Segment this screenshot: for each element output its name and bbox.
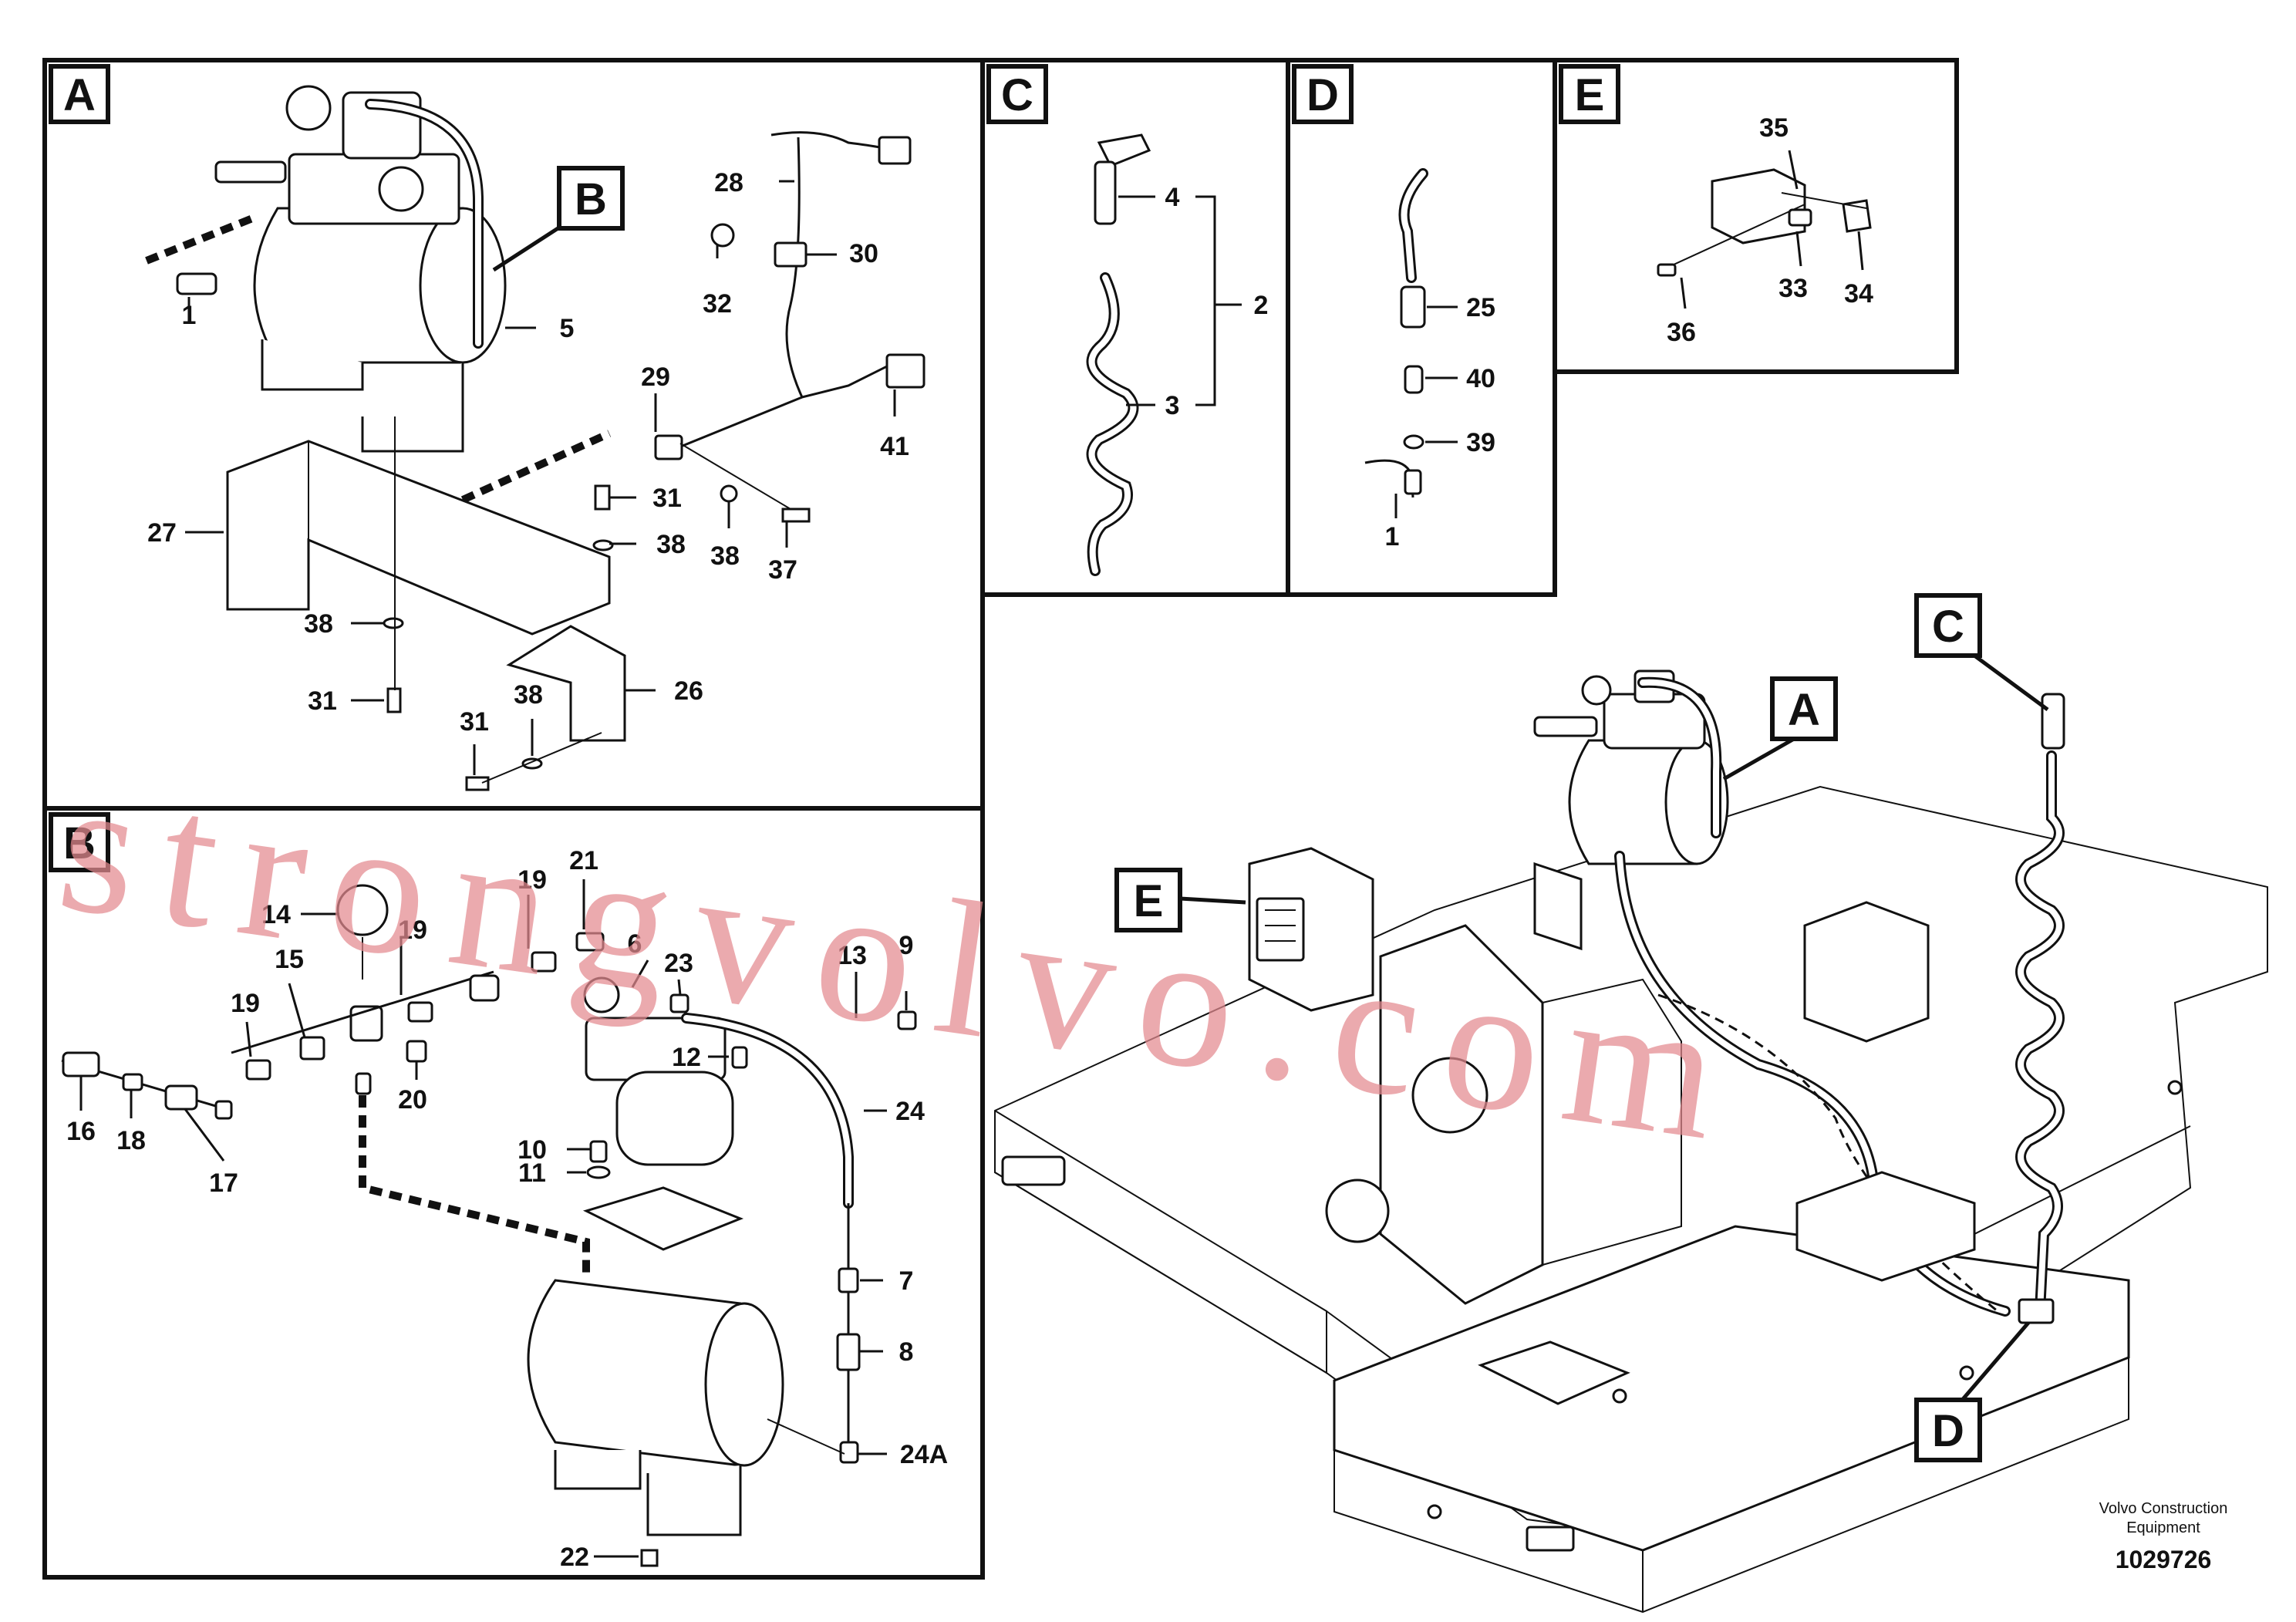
panel-tag-e-text: E <box>1575 70 1605 120</box>
panel-tag-c-text: C <box>1001 70 1033 120</box>
part-label: 9 <box>899 931 914 960</box>
panel-c-drawing <box>1086 133 1242 576</box>
part-label: 31 <box>460 707 489 737</box>
part-label: 11 <box>518 1158 546 1188</box>
part-label: 37 <box>768 555 797 585</box>
part-label: 29 <box>641 363 670 392</box>
panel-b-frame <box>42 806 985 1580</box>
part-label: 2 <box>1254 291 1269 320</box>
part-label: 12 <box>672 1043 701 1072</box>
part-label: 5 <box>560 314 575 343</box>
labels-panel-e: 35 33 34 36 <box>1667 113 1873 347</box>
panel-tag-a-text: A <box>63 70 96 120</box>
panel-a-drawing <box>145 85 925 791</box>
drawing-id: 1029726 <box>2116 1546 2212 1573</box>
part-label: 19 <box>518 865 547 895</box>
main-callout-c: C <box>1914 593 2049 712</box>
panel-tag-a: A <box>49 64 110 124</box>
part-label: 24A <box>900 1440 948 1469</box>
main-callout-c-text: C <box>1932 602 1964 652</box>
labels-panel-b: 14 19 21 19 15 19 16 18 17 20 6 23 13 9 … <box>66 846 948 1572</box>
main-callout-a: A <box>1722 676 1838 781</box>
part-label: 36 <box>1667 318 1696 347</box>
part-label: 17 <box>209 1168 238 1198</box>
labels-panel-d: 25 40 39 1 <box>1385 293 1495 551</box>
panel-right-frame <box>983 58 1959 597</box>
part-label: 22 <box>560 1543 589 1572</box>
part-label: 27 <box>147 518 177 548</box>
part-label: 24 <box>895 1097 925 1126</box>
part-label: 6 <box>628 929 642 959</box>
panel-b-drawing <box>61 884 917 1567</box>
part-label: 41 <box>880 432 909 461</box>
main-callout-d: D <box>1914 1321 2030 1462</box>
company-name-line1: Volvo Construction <box>2099 1500 2228 1517</box>
panel-d-drawing <box>1364 168 1428 498</box>
leader-lines <box>79 150 1864 1558</box>
part-label: 13 <box>838 941 867 970</box>
part-label: 1 <box>182 301 197 330</box>
panel-tag-d-text: D <box>1306 70 1339 120</box>
part-label: 28 <box>714 168 743 197</box>
part-label: 4 <box>1165 183 1180 212</box>
part-label: 38 <box>656 530 686 559</box>
main-callout-e-text: E <box>1134 876 1164 926</box>
part-label: 34 <box>1844 279 1873 309</box>
main-callout-a-text: A <box>1788 685 1820 735</box>
inset-callout-b: B <box>492 166 625 272</box>
part-label: 8 <box>899 1337 914 1367</box>
machine-frame-drawing <box>994 669 2268 1614</box>
labels-panel-c: 4 2 3 <box>1165 183 1269 420</box>
part-label: 20 <box>398 1085 427 1114</box>
panel-tag-c: C <box>986 64 1048 124</box>
part-label: 39 <box>1466 428 1495 457</box>
panel-e-drawing <box>1657 168 1872 277</box>
panel-tag-b: B <box>49 812 110 872</box>
part-label: 38 <box>304 609 333 639</box>
part-label: 35 <box>1759 113 1789 143</box>
part-label: 19 <box>231 989 260 1018</box>
main-callout-d-text: D <box>1932 1406 1964 1456</box>
part-label: 16 <box>66 1117 96 1146</box>
part-label: 7 <box>899 1266 914 1296</box>
main-callout-e: E <box>1114 868 1246 932</box>
company-name-line2: Equipment <box>2126 1519 2200 1536</box>
part-label: 33 <box>1778 274 1808 303</box>
panel-tag-b-text: B <box>63 818 96 868</box>
part-label: 18 <box>116 1126 146 1155</box>
part-label: 10 <box>518 1135 547 1165</box>
part-label: 40 <box>1466 364 1495 393</box>
part-label: 19 <box>398 916 427 945</box>
part-label: 21 <box>569 846 598 875</box>
part-label: 38 <box>710 541 740 571</box>
part-label: 32 <box>703 289 732 319</box>
part-label: 31 <box>652 484 682 513</box>
panel-tag-d: D <box>1292 64 1354 124</box>
panel-tag-e: E <box>1559 64 1620 124</box>
footer-block: Volvo Construction Equipment 1029726 <box>2099 1500 2228 1573</box>
part-label: 23 <box>664 949 693 978</box>
inset-callout-b-text: B <box>575 174 607 224</box>
part-label: 30 <box>849 239 878 268</box>
part-label: 1 <box>1385 522 1400 551</box>
part-label: 26 <box>674 676 703 706</box>
part-label: 3 <box>1165 391 1180 420</box>
part-label: 25 <box>1466 293 1495 322</box>
part-label: 15 <box>275 945 304 974</box>
part-label: 14 <box>261 900 291 929</box>
part-label: 31 <box>308 686 337 716</box>
part-label: 38 <box>514 680 543 710</box>
labels-panel-a: 1 5 28 30 32 29 41 27 31 38 38 37 38 31 … <box>147 168 909 737</box>
